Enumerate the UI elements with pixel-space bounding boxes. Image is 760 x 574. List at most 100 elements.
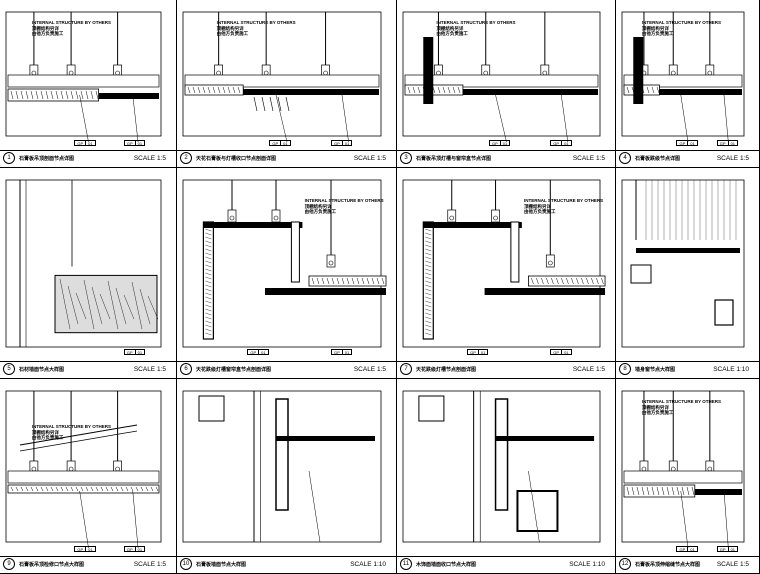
- tag-code: 01: [134, 350, 144, 355]
- tag-code: 01: [687, 547, 696, 552]
- detail-scale: SCALE 1:5: [353, 365, 386, 373]
- detail-scale: SCALE 1:5: [133, 560, 166, 568]
- detail-number: 8: [619, 363, 631, 375]
- ceiling-board: [7, 88, 99, 102]
- detail-scale: SCALE 1:5: [716, 154, 749, 162]
- tag-code: GP: [679, 547, 686, 552]
- finish-layer: [405, 89, 598, 95]
- wall-section: [494, 398, 509, 511]
- note-line: 由他方负责施工: [524, 209, 556, 214]
- light-trough: [290, 221, 300, 283]
- main-channel: [404, 74, 599, 88]
- detail-number: 11: [400, 558, 412, 570]
- tag-code: GP: [126, 141, 133, 146]
- finish-layer: [276, 436, 375, 441]
- drawing-frame: [621, 11, 745, 137]
- detail-drawing: [402, 390, 601, 543]
- detail-drawing: [402, 11, 601, 143]
- tag-code: GP: [553, 141, 560, 146]
- detail-scale: SCALE 1:5: [133, 365, 166, 373]
- finish-layer: [185, 89, 379, 95]
- tag-code: 01: [134, 141, 144, 146]
- tag-code: 01: [134, 547, 144, 552]
- detail-number: 6: [180, 363, 192, 375]
- tag-code: 01: [561, 141, 570, 146]
- detail-title: 天花跌级灯槽窗帘盒节点剖面详图: [196, 366, 272, 373]
- finish-layer: [265, 288, 386, 295]
- tag-code: GP: [719, 547, 726, 552]
- tag-code: 01: [341, 141, 351, 146]
- detail-scale: SCALE 1:5: [572, 154, 605, 162]
- detail-title: 石膏板吊顶检修口节点大样图: [19, 561, 85, 568]
- note-line: 由他方负责施工: [31, 435, 64, 440]
- tag-code: 01: [280, 141, 289, 146]
- detail-title-bar: 6 天花跌级灯槽窗帘盒节点剖面详图 SCALE 1:5: [177, 361, 396, 376]
- detail-drawing: [621, 179, 745, 348]
- detail-scale: SCALE 1:5: [353, 154, 386, 162]
- note-line: 由他方负责施工: [641, 410, 674, 415]
- detail-drawing: [182, 11, 382, 143]
- main-channel: [623, 470, 743, 484]
- note-line: INTERNAL STRUCTURE BY OTHERS: [304, 198, 384, 203]
- detail-scale: SCALE 1:10: [350, 560, 386, 568]
- detail-title: 石材墙面节点大样图: [19, 366, 65, 373]
- ceiling-board: [527, 275, 606, 287]
- detail-drawing: [402, 179, 606, 348]
- note-line: 顶棚结构另详: [31, 25, 59, 31]
- note-line: 顶棚结构另详: [641, 404, 669, 410]
- wall-section: [633, 37, 644, 104]
- note-line: 顶棚结构另详: [641, 25, 669, 31]
- finish-layer: [423, 222, 522, 228]
- finish-layer: [98, 93, 159, 99]
- detail-number: 10: [180, 558, 192, 570]
- detail-drawing: [5, 11, 162, 143]
- finish-layer: [203, 222, 303, 228]
- note-line: 由他方负责施工: [304, 209, 337, 214]
- detail-title: 木饰面墙面收口节点大样图: [416, 561, 477, 568]
- tag-code: GP: [77, 547, 84, 552]
- drawing-frame: [182, 11, 382, 137]
- drawing-frame: [182, 390, 382, 543]
- tag-code: GP: [126, 350, 133, 355]
- detail-title: 墙身窗节点大样图: [635, 366, 676, 373]
- wall-section: [423, 37, 434, 104]
- note-line: INTERNAL STRUCTURE BY OTHERS: [436, 20, 516, 25]
- detail-drawing: [182, 179, 387, 348]
- detail-title: 石膏板吊顶伸缩缝节点大样图: [635, 561, 701, 568]
- finish-layer: [624, 89, 742, 95]
- main-channel: [7, 74, 160, 88]
- drawing-frame: [182, 179, 382, 348]
- tag-code: GP: [553, 350, 560, 355]
- window-frame: [198, 395, 225, 422]
- note-line: 由他方负责施工: [31, 31, 64, 36]
- tag-code: 01: [341, 350, 351, 355]
- tag-code: GP: [334, 350, 340, 355]
- detail-drawing: [5, 390, 162, 549]
